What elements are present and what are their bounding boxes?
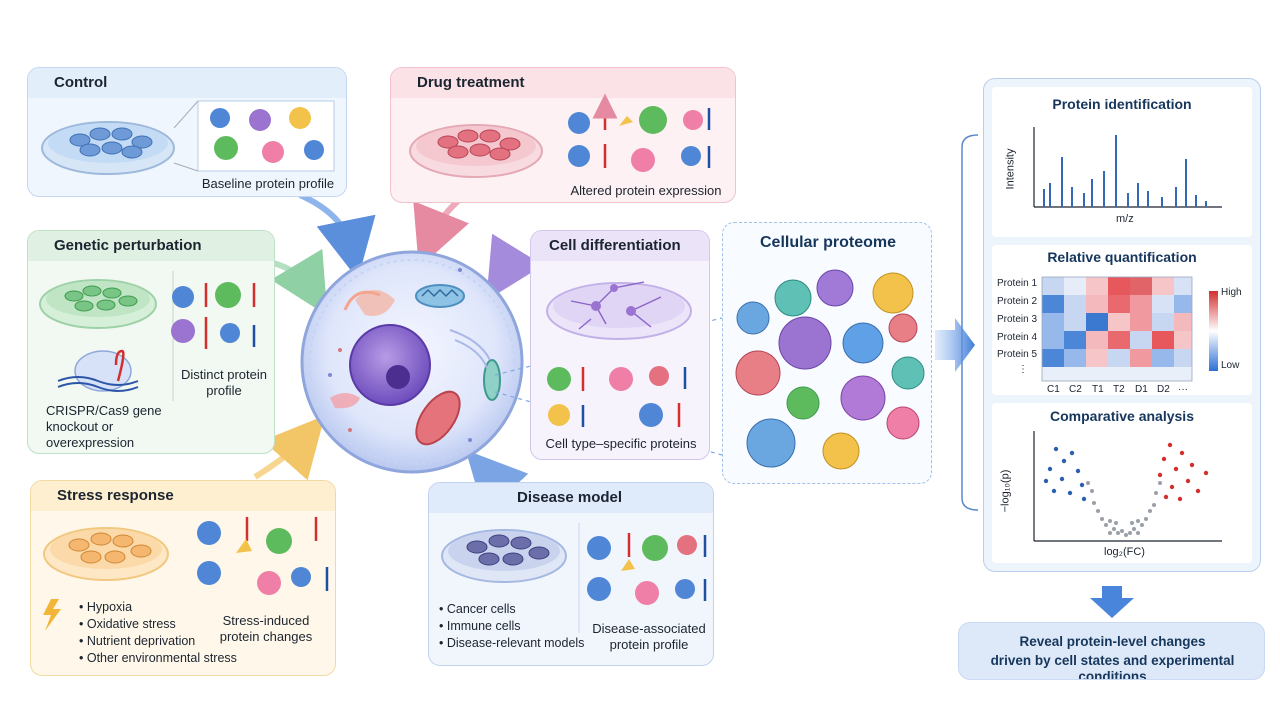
identification-xlabel: m/z	[1116, 213, 1134, 225]
proteome-panel: Cellular proteome	[722, 222, 932, 484]
arrow-stress-to-cell	[253, 415, 325, 481]
legend-low: Low	[1221, 360, 1240, 371]
quantification-title: Relative quantification	[1047, 249, 1197, 265]
arrow-control-to-cell	[298, 192, 376, 280]
comparative-title: Comparative analysis	[1050, 408, 1194, 424]
stress-bullet: Hypoxia	[79, 599, 237, 616]
genetic-title: Genetic perturbation	[28, 231, 274, 261]
cell-illustration	[300, 250, 524, 474]
proteome-art	[735, 269, 925, 470]
conclusion-line1: Reveal protein-level changes	[1019, 634, 1206, 649]
stress-bullet-list: Hypoxia Oxidative stress Nutrient depriv…	[79, 599, 237, 667]
conclusion-line2: driven by cell states and experimental c…	[990, 653, 1235, 680]
differentiation-caption: Cell type–specific proteins	[545, 436, 697, 451]
stress-bullet: Oxidative stress	[79, 616, 237, 633]
disease-bullet: Cancer cells	[439, 601, 584, 618]
quant-col-label: C2	[1069, 384, 1082, 395]
stress-caption: Stress-induced protein changes	[219, 613, 313, 644]
quant-row-label: Protein 4	[997, 332, 1038, 343]
quant-col-label: T2	[1113, 384, 1125, 395]
legend-high: High	[1221, 287, 1242, 298]
disease-panel: Disease model Cancer cells Immune cells …	[428, 482, 714, 666]
comparative-card: Comparative analysis −	[992, 403, 1252, 563]
quant-row-label: Protein 1	[997, 278, 1038, 289]
drug-panel: Drug treatment Altered protein expressio…	[390, 67, 736, 203]
stress-bullet: Nutrient deprivation	[79, 633, 237, 650]
conclusion-box: Reveal protein-level changes driven by c…	[958, 622, 1265, 680]
comparative-xlabel: log₂(FC)	[1104, 546, 1145, 558]
mass-spectrum	[1033, 127, 1222, 208]
disease-title: Disease model	[429, 483, 713, 513]
analysis-bracket	[961, 134, 979, 511]
control-caption: Baseline protein profile	[201, 176, 335, 191]
arrow-genetic-to-cell	[269, 248, 328, 316]
differentiation-title: Cell differentiation	[531, 231, 709, 261]
quant-col-label: T1	[1092, 384, 1104, 395]
genetic-method: CRISPR/Cas9 gene knockout or overexpress…	[46, 403, 162, 450]
stress-title: Stress response	[31, 481, 335, 511]
proteome-to-analysis-arrow	[935, 318, 975, 372]
identification-ylabel: Intensity	[1004, 148, 1017, 190]
quant-row-ellipsis: ⋮	[1018, 364, 1028, 375]
drug-caption: Altered protein expression	[570, 183, 722, 198]
quant-row-label: Protein 3	[997, 314, 1038, 325]
analysis-column: Protein identification Intensity m/z Rel…	[983, 78, 1261, 572]
control-art	[41, 100, 335, 175]
heatmap-cells	[1042, 277, 1192, 381]
quant-col-label: D1	[1135, 384, 1148, 395]
proteome-title: Cellular proteome	[759, 234, 897, 251]
identification-title: Protein identification	[1052, 96, 1192, 112]
differentiation-panel: Cell differentiation Cell type–specific …	[530, 230, 710, 460]
arrow-differentiation-to-cell	[486, 233, 544, 301]
quant-row-label: Protein 2	[997, 296, 1038, 307]
genetic-art	[39, 271, 256, 401]
disease-art	[441, 523, 707, 633]
drug-title: Drug treatment	[391, 68, 735, 98]
genetic-panel: Genetic perturbation Distinct protein pr…	[27, 230, 275, 454]
stress-art	[43, 517, 329, 631]
quantification-card: Relative quantification Protein 1 Protei…	[992, 245, 1252, 395]
differentiation-art	[546, 281, 692, 427]
control-panel: Control Baseline protein profile	[27, 67, 347, 197]
stress-panel: Stress response Stress-induced protein c…	[30, 480, 336, 676]
quant-col-label: ···	[1178, 384, 1188, 395]
stress-bullet: Other environmental stress	[79, 650, 237, 667]
heatmap	[1041, 276, 1218, 382]
control-title: Control	[28, 68, 346, 98]
volcano-plot	[1033, 431, 1222, 542]
disease-bullet: Disease-relevant models	[439, 635, 585, 652]
quant-col-label: C1	[1047, 384, 1060, 395]
genetic-caption: Distinct protein profile	[181, 367, 267, 398]
quant-col-label: D2	[1157, 384, 1170, 395]
identification-card: Protein identification Intensity m/z	[992, 87, 1252, 237]
quant-row-label: Protein 5	[997, 349, 1038, 360]
disease-caption: Disease-associated protein profile	[592, 621, 706, 652]
comparative-ylabel: −log₁₀(p)	[999, 469, 1012, 513]
drug-art	[409, 93, 711, 178]
down-arrow	[1090, 586, 1134, 618]
disease-bullet: Immune cells	[439, 618, 584, 635]
disease-bullet-list: Cancer cells Immune cells Disease-releva…	[439, 601, 585, 652]
